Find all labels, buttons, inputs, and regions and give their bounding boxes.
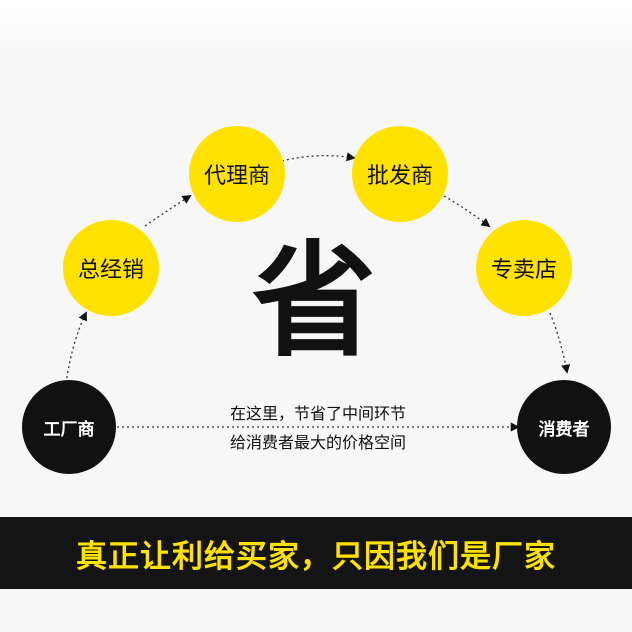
caption-line-2: 给消费者最大的价格空间 xyxy=(229,433,406,452)
bottom-banner: 真正让利给买家，只因我们是厂家 xyxy=(0,517,632,589)
banner-text: 真正让利给买家，只因我们是厂家 xyxy=(76,538,556,575)
caption-line-1: 在这里，节省了中间环节 xyxy=(229,404,406,423)
wholesaler-label: 批发商 xyxy=(366,164,433,189)
factory-label: 工厂商 xyxy=(43,419,95,440)
consumer-label: 消费者 xyxy=(538,419,590,440)
consumer-node: 消费者 xyxy=(517,380,611,474)
bottom-margin xyxy=(0,589,632,632)
specialty-store-label: 专卖店 xyxy=(490,258,557,283)
factory-node: 工厂商 xyxy=(22,380,116,474)
arrow-distributor-to-agent xyxy=(144,195,192,227)
wholesaler-node: 批发商 xyxy=(352,126,448,222)
general-distributor-node: 总经销 xyxy=(63,220,159,316)
general-distributor-label: 总经销 xyxy=(77,258,144,283)
arrow-wholesaler-to-store xyxy=(443,195,491,228)
save-char: 省 xyxy=(251,230,376,374)
arrow-store-to-consumer xyxy=(549,312,571,374)
top-fade xyxy=(0,0,632,70)
arrow-factory-to-distributor xyxy=(65,311,87,384)
specialty-store-node: 专卖店 xyxy=(476,220,572,316)
agent-label: 代理商 xyxy=(203,164,270,189)
agent-node: 代理商 xyxy=(189,126,285,222)
arrow-agent-to-wholesaler xyxy=(281,152,356,162)
